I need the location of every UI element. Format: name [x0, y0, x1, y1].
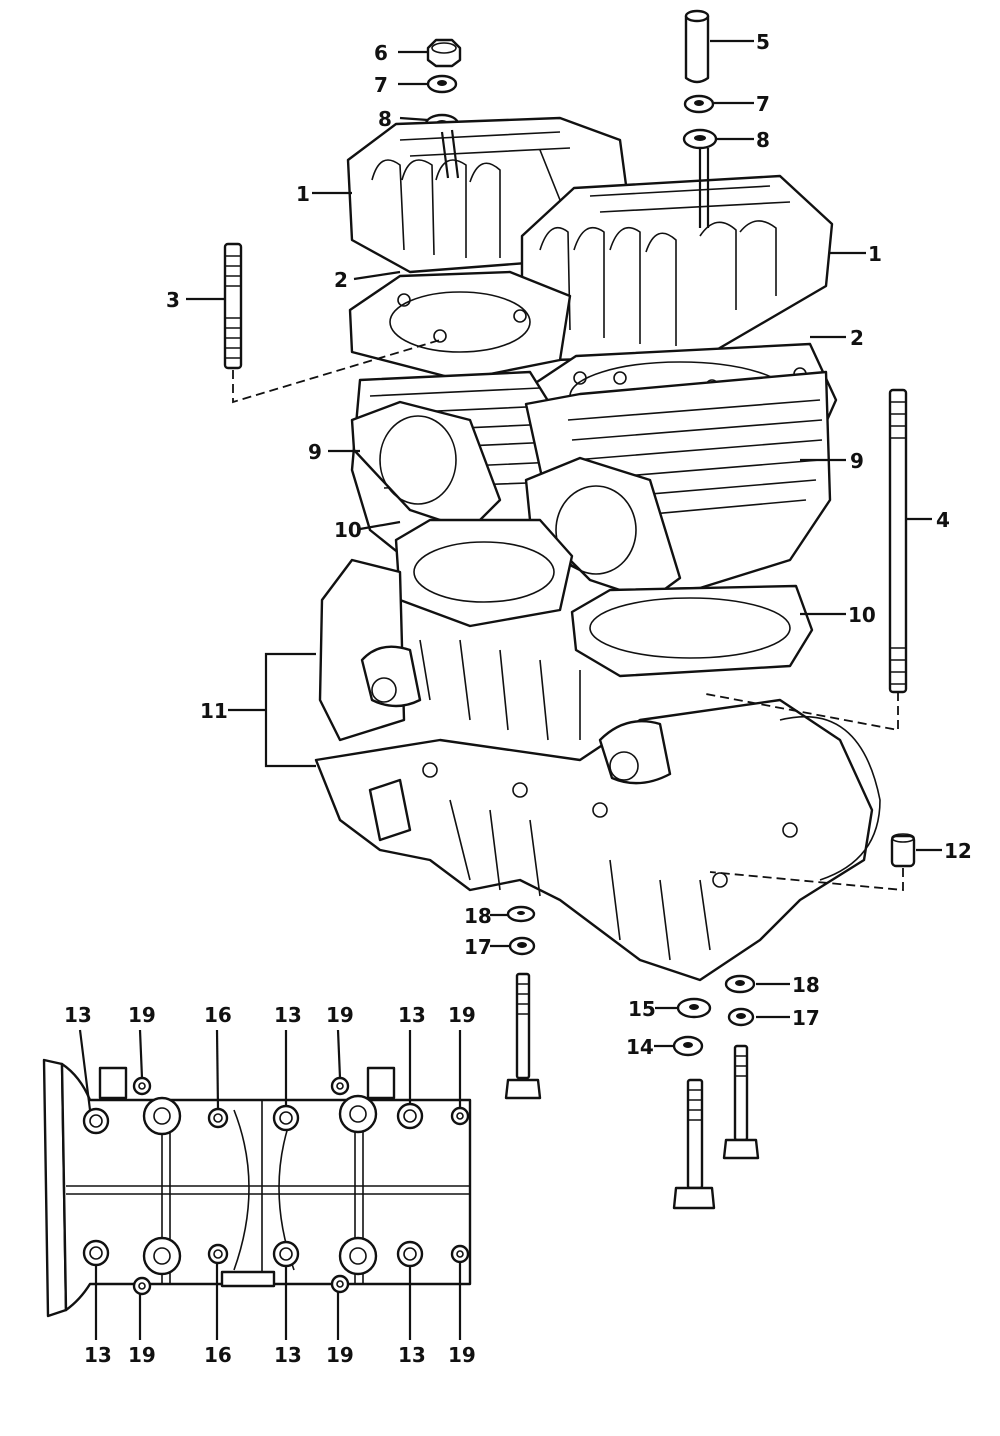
- hole-19-top-3: [450, 1106, 470, 1126]
- stud-part-4: [888, 388, 908, 694]
- callout-15: 15: [628, 997, 656, 1021]
- washer-part-17-right: [727, 1007, 755, 1027]
- callout-bottom-bot-2: 19: [128, 1343, 156, 1367]
- callout-4: 4: [936, 508, 950, 532]
- washer-part-14: [672, 1035, 704, 1057]
- callout-bottom-bot-5: 19: [326, 1343, 354, 1367]
- callout-9-left: 9: [308, 440, 322, 464]
- callout-10-right: 10: [848, 603, 876, 627]
- washer-part-18-right: [724, 974, 756, 994]
- nut-part-6: [426, 38, 462, 68]
- callout-12: 12: [944, 839, 972, 863]
- washer-part-18-left: [506, 905, 536, 923]
- callout-bottom-top-4: 13: [274, 1003, 302, 1027]
- bolt-right-short: [722, 1044, 760, 1160]
- hole-19-top-1: [132, 1076, 152, 1096]
- callout-bottom-bot-4: 13: [274, 1343, 302, 1367]
- callout-labels: 6 7 8 5 7 8 1 1 2 2 3 4 9 9 10 10 11 12 …: [64, 30, 972, 1367]
- callout-7-right: 7: [756, 92, 770, 116]
- washer-part-8-right: [682, 128, 718, 150]
- hole-19-bot-2: [330, 1274, 350, 1294]
- callout-bottom-top-1: 13: [64, 1003, 92, 1027]
- callout-11: 11: [200, 699, 228, 723]
- callout-bottom-top-2: 19: [128, 1003, 156, 1027]
- crankcase-part-11: [314, 558, 881, 982]
- callout-14: 14: [626, 1035, 654, 1059]
- callout-8-left: 8: [378, 107, 392, 131]
- hole-big-top-2: [338, 1094, 378, 1134]
- callout-9-right: 9: [850, 449, 864, 473]
- hole-13-bot-3: [396, 1240, 424, 1268]
- hole-16-top: [207, 1107, 229, 1129]
- hole-19-bot-3: [450, 1244, 470, 1264]
- callout-2-left: 2: [334, 268, 348, 292]
- callout-bottom-top-7: 19: [448, 1003, 476, 1027]
- callout-bottom-top-3: 16: [204, 1003, 232, 1027]
- crankcase-bottom-view: [42, 1058, 472, 1318]
- washer-part-17-left: [508, 936, 536, 956]
- stud-part-3: [223, 242, 243, 370]
- spacer-part-5: [684, 9, 710, 84]
- washer-part-15: [676, 997, 712, 1019]
- hole-big-top-1: [142, 1096, 182, 1136]
- callout-2-right: 2: [850, 326, 864, 350]
- washer-part-7-right: [683, 94, 715, 114]
- base-gasket-right: [570, 584, 814, 678]
- callout-bottom-top-5: 19: [326, 1003, 354, 1027]
- leader-lines: [78, 39, 942, 1340]
- callout-17-right: 17: [792, 1006, 820, 1030]
- callout-18-left: 18: [464, 904, 492, 928]
- callout-bottom-bot-1: 13: [84, 1343, 112, 1367]
- callout-1-left: 1: [296, 182, 310, 206]
- callout-17-left: 17: [464, 935, 492, 959]
- callout-10-left: 10: [334, 518, 362, 542]
- hole-16-bot: [207, 1243, 229, 1265]
- callout-bottom-bot-7: 19: [448, 1343, 476, 1367]
- base-gasket-left: [394, 518, 574, 628]
- callout-6: 6: [374, 41, 388, 65]
- hole-19-top-2: [330, 1076, 350, 1096]
- callout-bottom-bot-3: 16: [204, 1343, 232, 1367]
- hole-19-bot-1: [132, 1276, 152, 1296]
- cylinder-right: [524, 370, 832, 602]
- hole-big-bot-2: [338, 1236, 378, 1276]
- hole-13-bot-2: [272, 1240, 300, 1268]
- callout-8-right: 8: [756, 128, 770, 152]
- head-gasket-left: [348, 270, 572, 382]
- bolt-right-long: [672, 1078, 716, 1210]
- dashed-guide-lines: [232, 339, 904, 891]
- callout-7-left: 7: [374, 73, 388, 97]
- bolt-left: [504, 972, 542, 1100]
- hole-13-top-2: [272, 1104, 300, 1132]
- callout-bottom-bot-6: 13: [398, 1343, 426, 1367]
- hole-big-bot-1: [142, 1236, 182, 1276]
- callout-3: 3: [166, 288, 180, 312]
- callout-1-right: 1: [868, 242, 882, 266]
- callout-bottom-top-6: 13: [398, 1003, 426, 1027]
- cylinder-head-right: [520, 174, 834, 362]
- dowel-part-12: [890, 833, 916, 868]
- callout-18-right: 18: [792, 973, 820, 997]
- hole-13-bot-1: [82, 1239, 110, 1267]
- hole-13-top-3: [396, 1102, 424, 1130]
- washer-part-7-left: [426, 74, 458, 94]
- hole-13-top-1: [82, 1107, 110, 1135]
- callout-5: 5: [756, 30, 770, 54]
